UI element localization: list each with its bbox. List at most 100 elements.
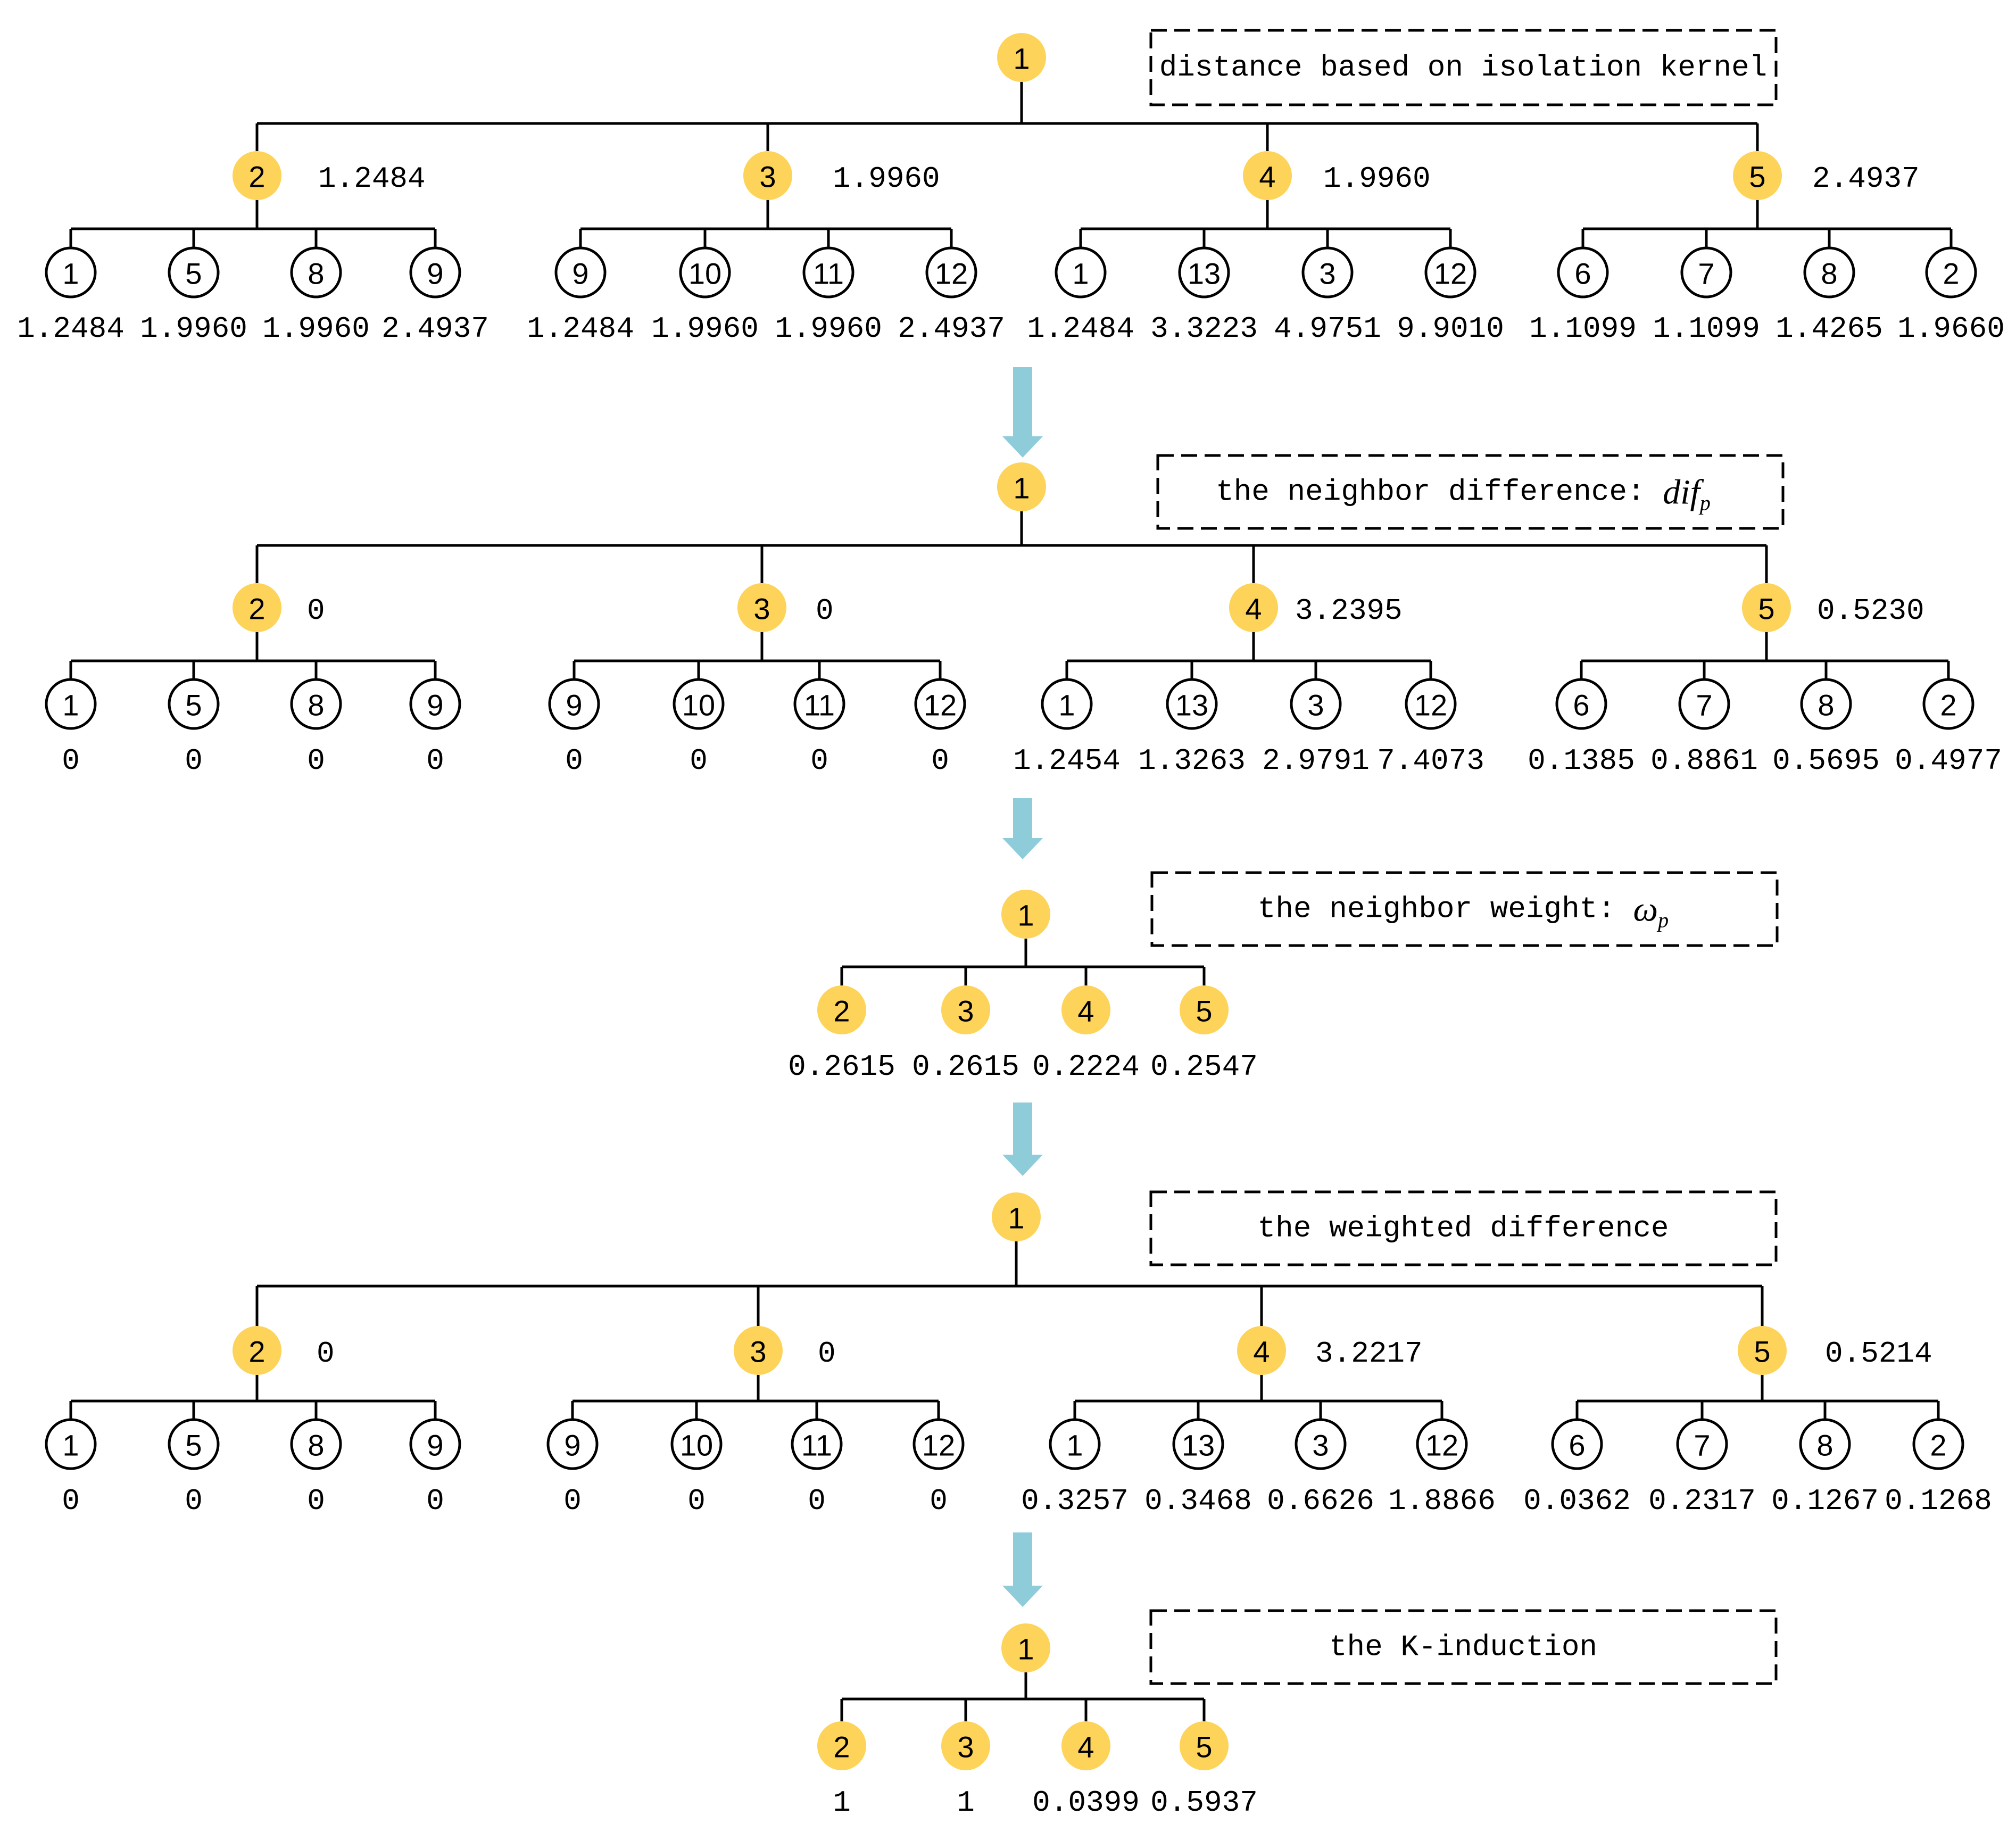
node-label: 3 [957, 1730, 974, 1764]
child-node: 3 [941, 985, 990, 1034]
leaf-value: 0 [426, 744, 444, 778]
node-label: 9 [566, 689, 582, 722]
node-label: 1 [62, 257, 79, 291]
leaf-value: 0 [565, 744, 583, 778]
leaf-node: 8 [290, 246, 342, 299]
child-value: 0.2224 [1032, 1050, 1140, 1084]
child-value: 0 [317, 1337, 335, 1371]
leaf-value: 0 [62, 744, 80, 778]
child-node: 2 [817, 985, 866, 1034]
node-label: 13 [1188, 257, 1221, 291]
node-label: 8 [308, 689, 324, 722]
node-label: 11 [813, 257, 844, 291]
child-value: 1.9960 [833, 162, 940, 196]
node-label: 1 [1058, 689, 1075, 722]
leaf-node: 8 [290, 678, 342, 730]
leaf-value: 2.4937 [381, 312, 489, 346]
node-label: 12 [922, 1429, 955, 1462]
leaf-value: 1.1099 [1653, 312, 1760, 346]
node-label: 8 [1816, 1429, 1833, 1462]
leaf-node: 3 [1290, 678, 1342, 730]
leaf-value: 0 [185, 1484, 203, 1518]
root-node: 1 [1001, 890, 1050, 939]
leaf-node: 12 [912, 1418, 965, 1470]
node-label: 8 [1821, 257, 1837, 291]
child-node: 5 [1742, 583, 1791, 632]
child-node: 5 [1180, 1721, 1229, 1770]
stage-title-box [1150, 871, 1779, 947]
leaf-node: 6 [1551, 1418, 1603, 1470]
root-node: 1 [992, 1192, 1041, 1241]
leaf-value: 1.8866 [1388, 1484, 1496, 1518]
leaf-value: 0.8861 [1650, 744, 1758, 778]
leaf-node: 5 [168, 246, 220, 299]
leaf-node: 9 [546, 1418, 599, 1470]
leaf-node: 8 [290, 1418, 342, 1470]
leaf-node: 10 [670, 1418, 723, 1470]
child-value: 1 [833, 1786, 851, 1820]
leaf-node: 1 [1041, 678, 1093, 730]
child-node: 4 [1061, 985, 1110, 1034]
node-label: 6 [1569, 1429, 1585, 1462]
child-value: 0.0399 [1032, 1786, 1140, 1820]
node-label: 12 [924, 689, 957, 722]
node-label: 1 [1013, 471, 1030, 505]
child-node: 3 [737, 583, 786, 632]
stage-title-box [1156, 454, 1785, 530]
leaf-value: 0 [563, 1484, 582, 1518]
stage-title: the neighbor difference: difp [1216, 473, 1711, 515]
node-label: 1 [1013, 42, 1030, 76]
leaf-value: 1.9960 [651, 312, 759, 346]
node-label: 7 [1698, 257, 1714, 291]
node-label: 4 [1077, 994, 1094, 1028]
leaf-node: 7 [1680, 246, 1732, 299]
leaf-value: 0.5695 [1772, 744, 1880, 778]
leaf-value: 0 [930, 1484, 948, 1518]
node-label: 2 [1943, 257, 1959, 291]
node-label: 9 [427, 689, 443, 722]
node-label: 1 [1008, 1201, 1024, 1235]
child-value: 0 [818, 1337, 836, 1371]
node-label: 6 [1574, 257, 1591, 291]
leaf-node: 12 [925, 246, 977, 299]
node-label: 7 [1696, 689, 1712, 722]
leaf-node: 8 [1799, 1418, 1851, 1470]
down-arrow [1002, 1103, 1043, 1176]
leaf-node: 7 [1676, 1418, 1728, 1470]
node-label: 5 [185, 1429, 202, 1462]
node-label: 4 [1259, 160, 1275, 194]
child-node: 3 [941, 1721, 990, 1770]
leaf-node: 12 [1416, 1418, 1468, 1470]
node-label: 2 [833, 1730, 850, 1764]
leaf-value: 1.9660 [1897, 312, 2005, 346]
child-value: 0.5230 [1817, 594, 1924, 628]
node-label: 9 [572, 257, 588, 291]
node-label: 11 [804, 689, 835, 722]
leaf-node: 8 [1800, 678, 1852, 730]
child-value: 0.2547 [1150, 1050, 1258, 1084]
child-value: 0.2615 [788, 1050, 895, 1084]
node-label: 3 [1307, 689, 1324, 722]
child-node: 5 [1738, 1326, 1787, 1375]
leaf-node: 13 [1166, 678, 1218, 730]
leaf-node: 3 [1295, 1418, 1347, 1470]
leaf-value: 1.9960 [262, 312, 370, 346]
leaf-node: 11 [802, 246, 854, 299]
leaf-node: 7 [1678, 678, 1730, 730]
leaf-node: 10 [679, 246, 731, 299]
node-label: 11 [801, 1429, 832, 1462]
leaf-value: 0.4977 [1895, 744, 2002, 778]
leaf-node: 8 [1803, 246, 1855, 299]
leaf-node: 1 [45, 678, 97, 730]
leaf-node: 9 [554, 246, 607, 299]
leaf-node: 9 [409, 678, 461, 730]
leaf-node: 1 [45, 1418, 97, 1470]
node-label: 7 [1694, 1429, 1710, 1462]
leaf-value: 7.4073 [1377, 744, 1484, 778]
node-label: 5 [185, 257, 202, 291]
child-value: 0.5937 [1150, 1786, 1258, 1820]
node-label: 5 [1749, 160, 1765, 194]
leaf-value: 1.2454 [1013, 744, 1121, 778]
node-label: 2 [1930, 1429, 1946, 1462]
stage-title-box [1149, 1190, 1778, 1266]
